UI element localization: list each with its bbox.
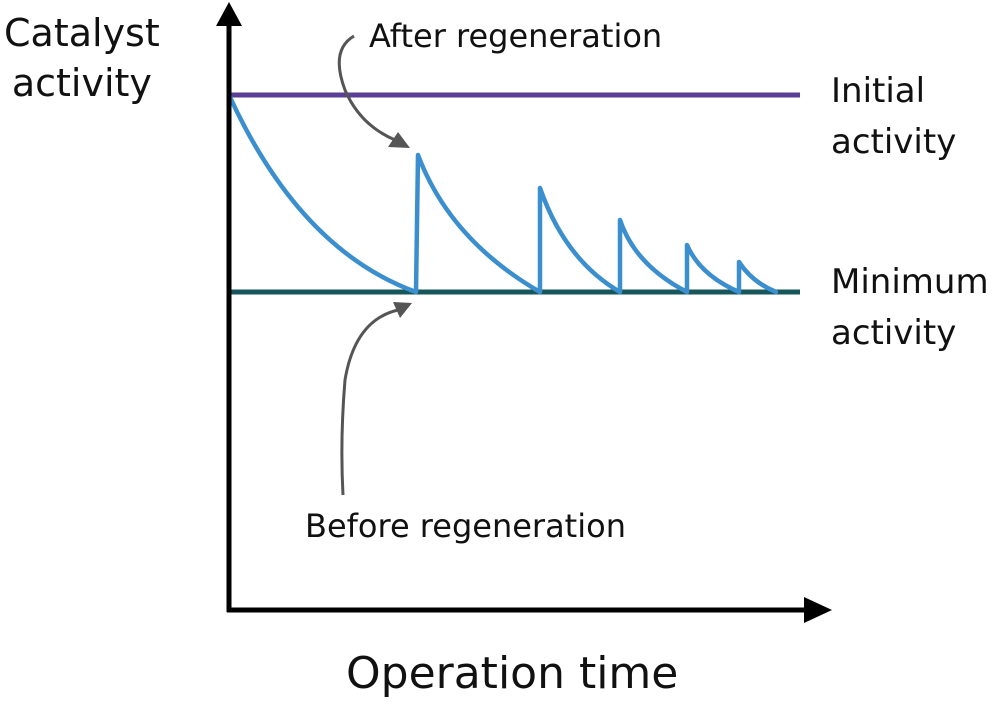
initial-activity-label-line-1: Initial [831, 71, 926, 111]
initial-activity-label-line-2: activity [831, 122, 957, 162]
y-axis-label-line-2: activity [11, 61, 152, 105]
minimum-activity-label-line-1: Minimum [831, 262, 989, 302]
after-regeneration-label: After regeneration [369, 17, 663, 55]
before-regeneration-arrowhead [393, 302, 412, 318]
before-regeneration-arrow [340, 308, 399, 496]
x-axis-label: Operation time [346, 648, 679, 699]
after-regeneration-arrowhead [388, 132, 410, 148]
activity-curve [226, 92, 779, 295]
before-regeneration-label: Before regeneration [305, 507, 626, 545]
y-axis-label: Catalyst activity [4, 8, 160, 108]
minimum-activity-label: Minimum activity [831, 257, 989, 359]
y-axis-label-line-1: Catalyst [4, 11, 160, 55]
minimum-activity-label-line-2: activity [831, 313, 957, 353]
after-regeneration-arrow [337, 34, 396, 142]
initial-activity-label: Initial activity [831, 66, 956, 168]
x-axis-arrowhead [804, 597, 832, 623]
axes [216, 2, 832, 623]
y-axis-arrowhead [216, 2, 242, 26]
